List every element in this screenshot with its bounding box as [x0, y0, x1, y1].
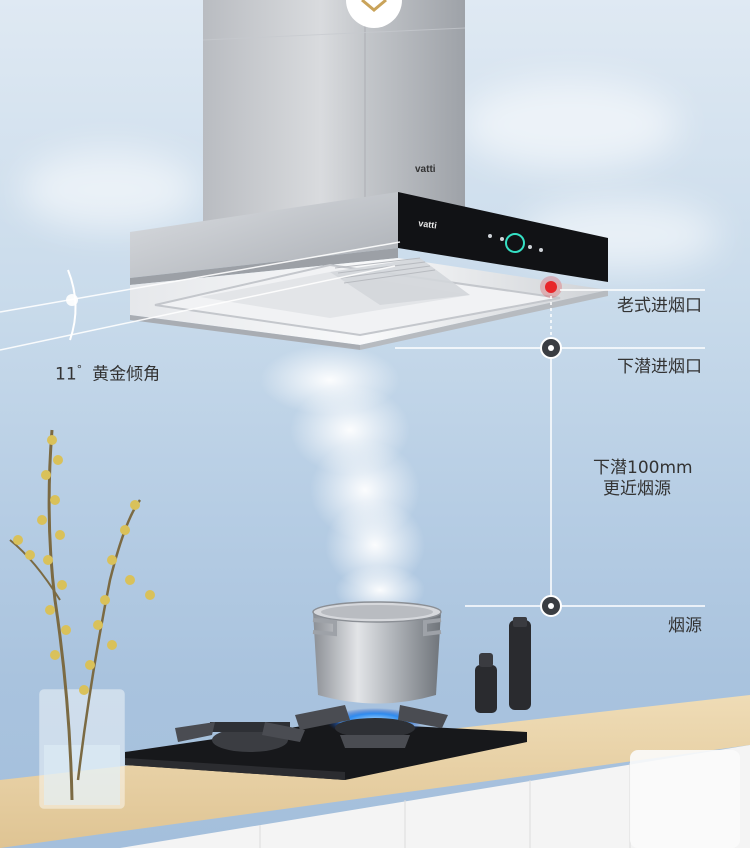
badge-circle	[346, 0, 402, 28]
panel-logo: vatti	[418, 218, 438, 230]
range-hood: vatti vatti	[130, 164, 608, 350]
chevron-down-icon	[361, 0, 387, 12]
flower-vase	[9, 429, 155, 809]
distance-label-line2: 更近烟源	[603, 479, 671, 499]
measurement-guides	[395, 289, 705, 617]
old-inlet-label: 老式进烟口	[617, 296, 702, 316]
degree-symbol: °	[76, 363, 83, 376]
gas-cooktop	[125, 705, 527, 780]
smoke-plume	[260, 345, 425, 615]
tilt-angle-label: 11° 黄金倾角	[55, 360, 160, 385]
chimney-logo: vatti	[415, 164, 436, 175]
tilt-text: 黄金倾角	[92, 364, 161, 385]
old-inlet-indicator	[545, 281, 557, 293]
tilt-angle-marker	[0, 241, 401, 351]
condiment-bottles	[475, 617, 531, 713]
burner-left	[175, 722, 305, 752]
cloud	[460, 80, 680, 170]
hood-grille	[334, 257, 436, 284]
smoke-source-label: 烟源	[668, 616, 702, 636]
lower-inlet-label: 下潜进烟口	[617, 357, 702, 377]
cloud	[20, 150, 200, 230]
display-ring-icon	[505, 233, 525, 253]
control-panel	[398, 192, 608, 282]
chimney	[202, 0, 466, 225]
distance-label-line1: 下潜100mm	[593, 458, 693, 478]
cooking-pot	[312, 601, 442, 704]
tilt-value: 11	[55, 364, 77, 385]
burner-right	[295, 705, 448, 748]
